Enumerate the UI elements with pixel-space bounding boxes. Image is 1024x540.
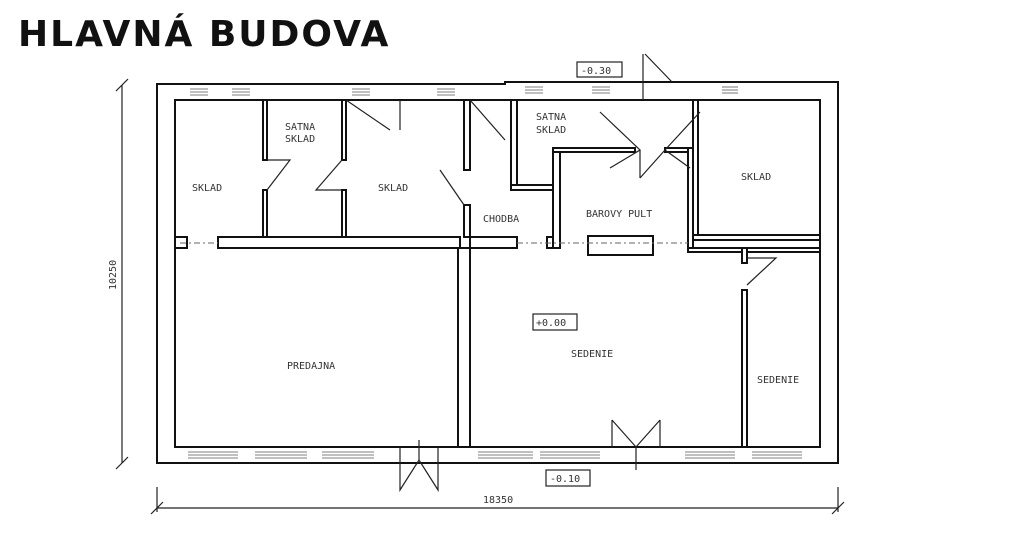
doors: [266, 53, 778, 493]
interior-wall: [510, 184, 554, 191]
bar-counter: [587, 235, 654, 256]
interior-wall: [341, 99, 347, 161]
interior-wall: [457, 247, 471, 448]
level-marker-box: [545, 469, 591, 487]
room-label-sklad: SKLAD: [536, 125, 566, 136]
interior-wall: [463, 99, 471, 171]
door-swing: [266, 159, 343, 191]
door-swing: [345, 99, 401, 131]
interior-wall: [217, 236, 461, 249]
entrance-door-bottom: [611, 419, 661, 470]
room-label-sklad: SKLAD: [285, 134, 315, 145]
window: [255, 448, 307, 462]
interior-wall: [463, 204, 471, 238]
interior-wall: [510, 99, 518, 191]
window: [592, 83, 610, 97]
room-label-predajna: PREDAJNA: [287, 361, 335, 372]
interior-wall: [692, 234, 821, 241]
outer-wall: [156, 81, 839, 464]
window: [478, 448, 533, 462]
entrance-door-bottom: [399, 440, 439, 493]
window: [752, 448, 802, 462]
window: [525, 83, 543, 97]
interior-wall: [262, 189, 268, 238]
window: [188, 448, 238, 462]
interior-wall: [741, 289, 748, 448]
interior-wall: [341, 189, 347, 238]
room-label-barovy-pult: BAROVY PULT: [586, 209, 652, 220]
interior-wall: [692, 99, 699, 241]
window: [352, 85, 370, 99]
window: [722, 83, 738, 97]
level-marker-box: [576, 61, 623, 78]
level-marker-main: +0.00: [536, 318, 566, 329]
door-swing: [746, 257, 778, 286]
interior-wall: [552, 147, 561, 249]
room-label-sklad: SKLAD: [192, 183, 222, 194]
interior-wall: [469, 236, 518, 249]
windows: [188, 83, 802, 462]
room-label-sedenie: SEDENIE: [571, 349, 613, 360]
door-swing: [439, 99, 506, 206]
drawing-title: HLAVNÁ BUDOVA: [18, 14, 391, 55]
dimension-width: 18350: [483, 495, 513, 506]
room-label-chodba: CHODBA: [483, 214, 519, 225]
window: [232, 85, 250, 99]
walls: [156, 81, 839, 464]
dimension-height: 10250: [108, 260, 119, 290]
window: [540, 448, 600, 462]
interior-wall: [741, 247, 748, 264]
window: [437, 85, 455, 99]
room-label-sklad: SKLAD: [741, 172, 771, 183]
level-marker-box: [532, 313, 578, 331]
room-label-sedenie: SEDENIE: [757, 375, 799, 386]
entrance-door: [599, 53, 701, 179]
level-marker-top: -0.30: [581, 66, 611, 77]
room-label-sklad: SKLAD: [378, 183, 408, 194]
window: [190, 85, 208, 99]
interior-wall: [552, 147, 636, 153]
window: [322, 448, 374, 462]
interior-wall: [687, 247, 821, 253]
window: [685, 448, 735, 462]
level-marker-bottom: -0.10: [550, 474, 580, 485]
room-label-satna: SATNA: [536, 112, 566, 123]
interior-walls: [174, 99, 821, 448]
dimension-line-horizontal: [150, 487, 845, 515]
dimension-line-vertical: [115, 78, 129, 470]
room-label-satna: SATNA: [285, 122, 315, 133]
interior-wall: [262, 99, 268, 161]
